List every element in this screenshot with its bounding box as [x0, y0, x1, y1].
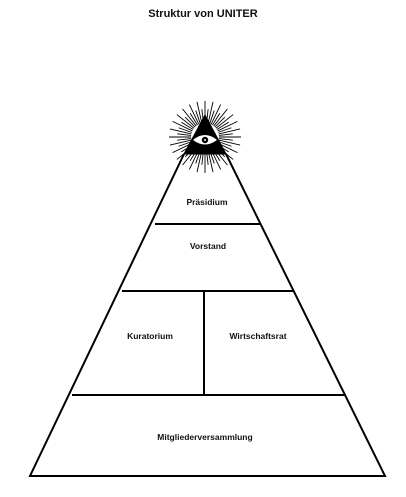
- diagram-title: Struktur von UNITER: [148, 8, 258, 20]
- burst-ray: [184, 116, 196, 128]
- burst-ray: [218, 141, 232, 147]
- burst-ray: [213, 108, 228, 127]
- burst-ray: [216, 121, 229, 130]
- burst-ray: [169, 128, 192, 135]
- burst-ray: [210, 104, 222, 125]
- burst-ray: [207, 101, 214, 124]
- burst-ray: [178, 127, 192, 133]
- burst-ray: [217, 120, 238, 132]
- level-label-mitgliederversammlung: Mitgliederversammlung: [157, 432, 252, 442]
- level-label-kuratorium: Kuratorium: [127, 331, 173, 341]
- burst-ray: [212, 113, 221, 126]
- burst-ray: [169, 139, 192, 146]
- burst-ray: [218, 128, 241, 135]
- burst-ray: [177, 133, 192, 136]
- level-label-praesidium: Präsidium: [186, 197, 228, 207]
- pyramid-outline: [28, 153, 387, 477]
- burst-ray: [218, 133, 233, 136]
- burst-ray: [196, 101, 203, 124]
- burst-ray: [195, 110, 201, 124]
- burst-ray: [182, 108, 197, 127]
- burst-ray: [209, 110, 215, 124]
- level-label-vorstand: Vorstand: [190, 241, 226, 251]
- burst-ray: [189, 113, 198, 126]
- eye-of-providence-icon: [183, 113, 227, 155]
- burst-ray: [178, 141, 192, 147]
- burst-ray: [172, 120, 193, 132]
- burst-ray: [215, 114, 234, 129]
- burst-ray: [218, 139, 241, 146]
- burst-ray: [218, 127, 232, 133]
- burst-ray: [214, 116, 226, 128]
- burst-ray: [176, 114, 195, 129]
- burst-ray: [218, 138, 233, 141]
- level-label-wirtschaftsrat: Wirtschaftsrat: [229, 331, 286, 341]
- burst-ray: [181, 121, 194, 130]
- burst-ray: [188, 104, 200, 125]
- burst-ray: [177, 138, 192, 141]
